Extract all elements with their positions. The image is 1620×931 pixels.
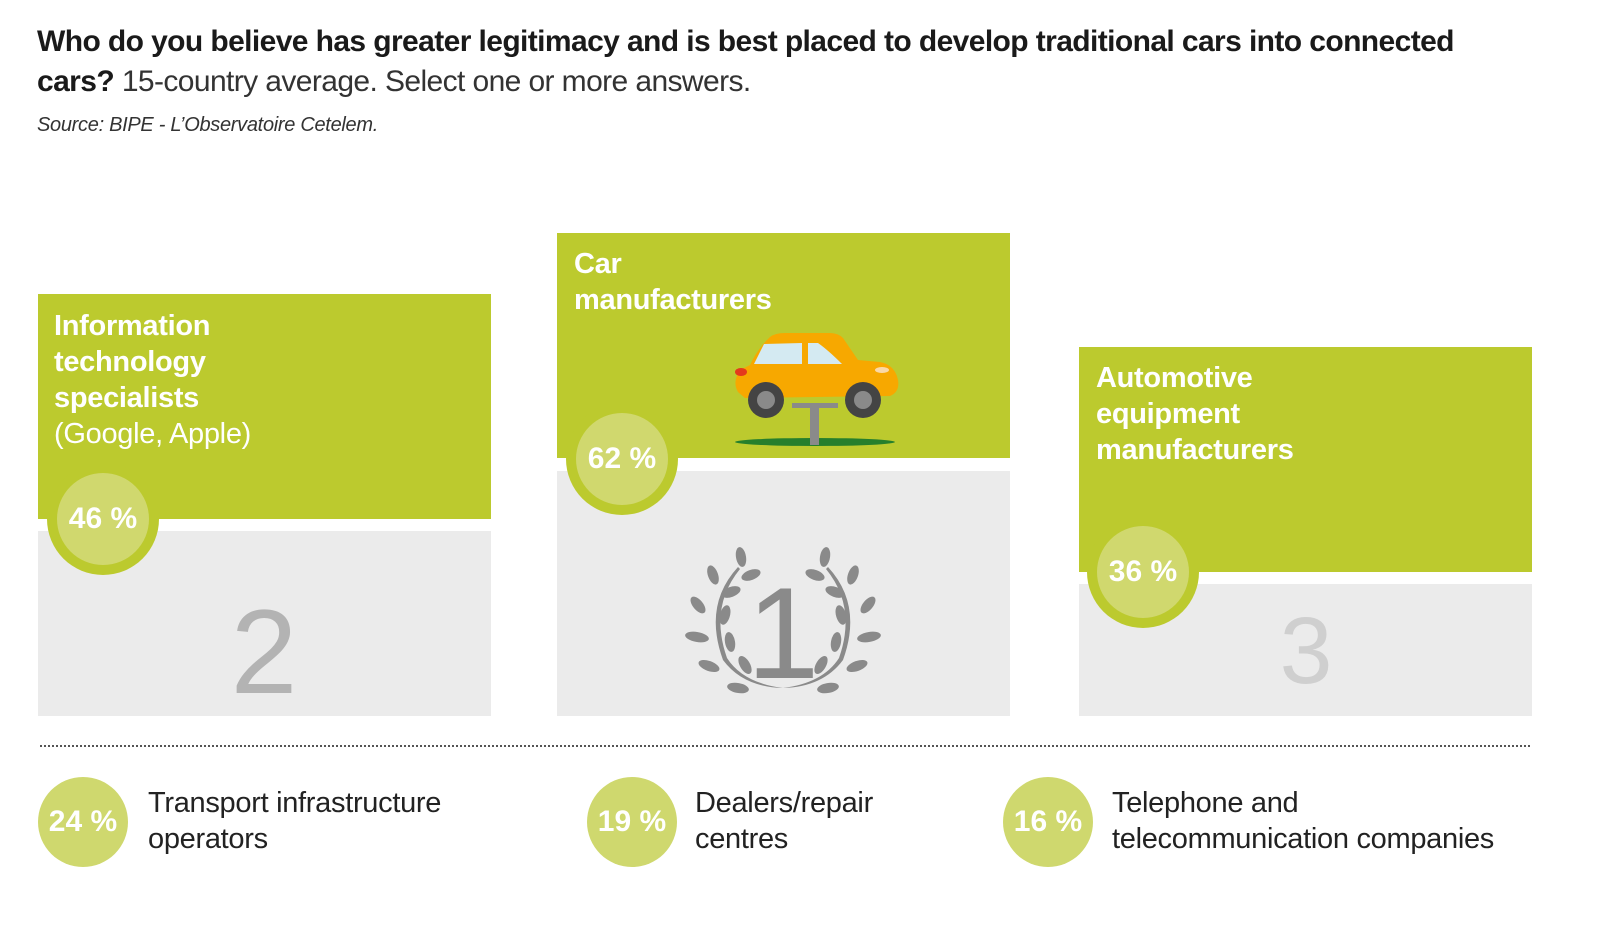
other-1-label: Transport infrastructure operators: [148, 785, 441, 857]
label-line: equipment: [1096, 398, 1240, 430]
label-line: Transport infrastructure: [148, 787, 442, 819]
label-line: Dealers/repair: [695, 787, 873, 819]
podium-3-value-badge: 36 %: [1087, 516, 1199, 628]
other-3-value-badge: 16 %: [1003, 777, 1093, 867]
podium-3-label: Automotive equipment manufacturers: [1096, 360, 1294, 468]
label-line: Car: [574, 248, 622, 280]
laurel-wreath-icon: [685, 546, 882, 695]
other-3-label: Telephone and telecommunication companie…: [1112, 785, 1494, 857]
podium-2-value-badge: 46 %: [47, 463, 159, 575]
title-question: Who do you believe has greater legitimac…: [37, 25, 1454, 98]
other-2-label: Dealers/repair centres: [695, 785, 873, 857]
rank-3-number: 3: [1279, 598, 1333, 704]
label-line: technology: [54, 346, 206, 378]
source-note: Source: BIPE - L’Observatoire Cetelem.: [37, 114, 378, 136]
podium-1-value-badge: 62 %: [566, 403, 678, 515]
label-line: manufacturers: [574, 284, 772, 316]
label-note: (Google, Apple): [54, 418, 252, 450]
value-label: 46 %: [57, 473, 149, 565]
label-line: Information: [54, 310, 211, 342]
other-2-value-badge: 19 %: [587, 777, 677, 867]
value-label: 62 %: [576, 413, 668, 505]
podium-1-label: Car manufacturers: [574, 246, 772, 318]
label-line: telecommunication companies: [1112, 823, 1494, 855]
label-line: centres: [695, 823, 788, 855]
label-line: operators: [148, 823, 268, 855]
car-on-lift-icon: [735, 333, 899, 446]
label-line: Telephone and: [1112, 787, 1299, 819]
label-line: specialists: [54, 382, 200, 414]
podium-2-label: Information technology specialists (Goog…: [54, 308, 251, 452]
rank-2-number: 2: [230, 585, 298, 719]
chart-title: Who do you believe has greater legitimac…: [37, 22, 1487, 102]
divider: [40, 745, 1530, 747]
title-subtitle: 15-country average. Select one or more a…: [121, 65, 751, 98]
other-1-value-badge: 24 %: [38, 777, 128, 867]
value-label: 36 %: [1097, 526, 1189, 618]
rank-1-number: 1: [746, 560, 820, 706]
label-line: Automotive: [1096, 362, 1253, 394]
label-line: manufacturers: [1096, 434, 1294, 466]
